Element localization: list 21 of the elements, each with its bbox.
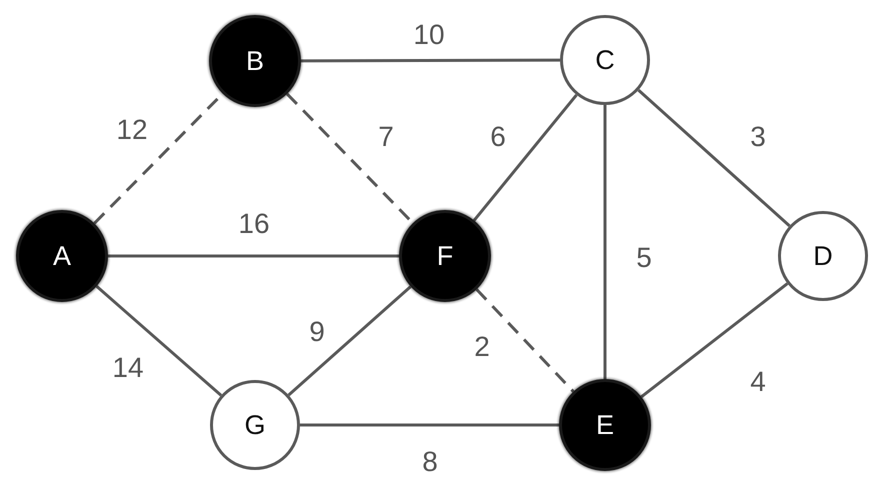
filled-node-circle xyxy=(209,15,301,107)
edge-line xyxy=(288,285,412,396)
edge-line xyxy=(638,88,790,228)
edge-line xyxy=(472,94,578,222)
node-label: F xyxy=(436,242,454,270)
node-label: B xyxy=(246,48,264,74)
node-label: A xyxy=(52,242,71,270)
node-label: G xyxy=(244,412,266,438)
edge-line xyxy=(96,285,222,397)
edge-line xyxy=(604,105,606,379)
edge-line xyxy=(301,58,560,62)
dashed-edge-line xyxy=(476,288,574,393)
edge-line xyxy=(108,254,399,258)
node-label: C xyxy=(595,46,615,74)
edge-line xyxy=(640,282,788,398)
node-label: D xyxy=(813,242,833,270)
filled-node-circle xyxy=(399,210,491,302)
node-label: E xyxy=(596,412,614,438)
edge-line xyxy=(300,424,559,426)
filled-node-circle xyxy=(16,210,108,302)
filled-node-circle xyxy=(559,379,651,471)
